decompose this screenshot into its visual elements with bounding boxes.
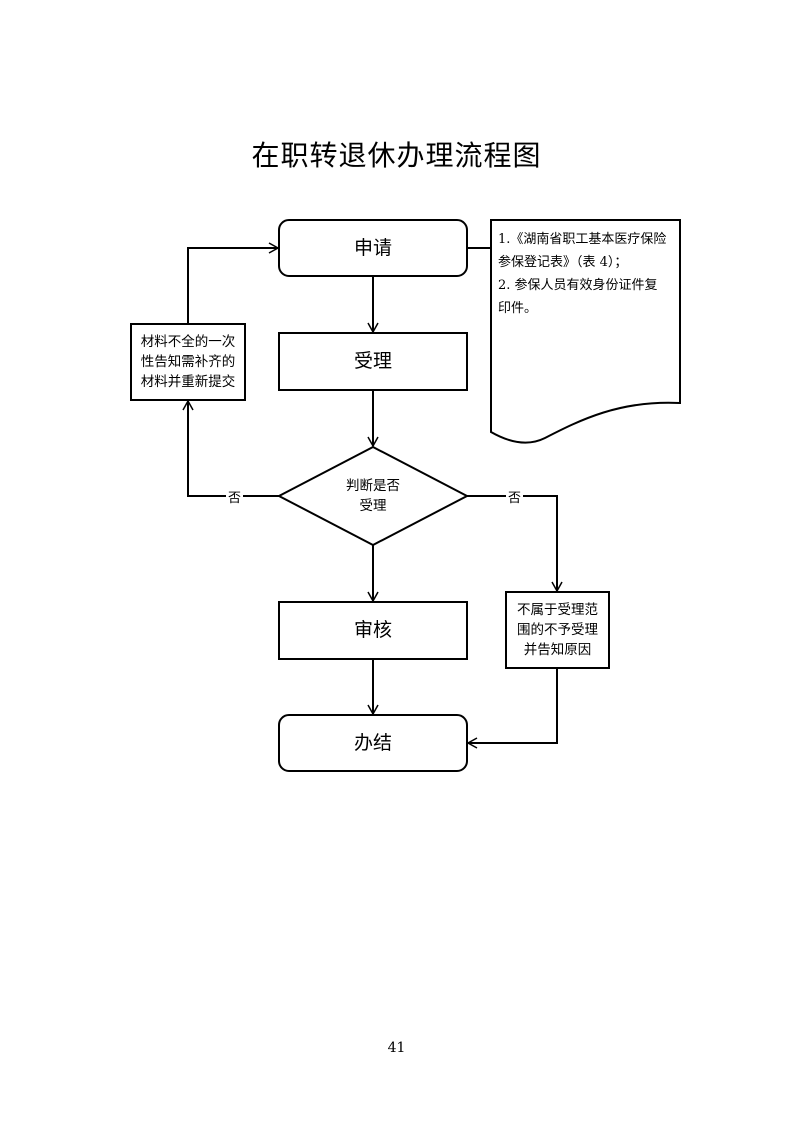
supplement-line-3: 材料并重新提交 [140,374,236,391]
decision-line-2: 受理 [359,498,387,514]
edge-label-right-no: 否 [506,487,524,506]
decision-line-1: 判断是否 [346,477,400,494]
arrow-decision-reject [467,495,563,593]
note-line-2: 参保登记表》（表 4）； [498,255,628,270]
supplement-line-2: 性告知需补齐的 [140,353,236,370]
apply-node: 申请 [353,236,392,259]
note-line-3: 2. 参保人员有效身份证件复 [498,278,658,293]
page-number: 41 [387,1040,406,1056]
reject-line-2: 围的不予受理 [517,621,598,638]
decision-node: 判断是否 受理 [300,470,446,522]
arrow-reject-finish [466,668,558,749]
reject-line-1: 不属于受理范 [517,601,598,618]
accept-node: 受理 [353,350,392,373]
supplement-line-1: 材料不全的一次 [140,333,236,350]
document-note: 1.《湖南省职工基本医疗保险 参保登记表》（表 4）； 2. 参保人员有效身份证… [498,228,678,320]
arrow-decision-supplement [182,399,279,497]
supplement-node: 材料不全的一次 性告知需补齐的 材料并重新提交 [131,324,245,400]
note-line-1: 1.《湖南省职工基本医疗保险 [498,232,667,247]
edge-label-left-no: 否 [226,487,244,506]
arrow-supplement-apply [187,242,280,324]
review-node: 审核 [353,619,392,642]
note-line-4: 印件。 [498,301,538,316]
page-title: 在职转退休办理流程图 [251,139,542,172]
reject-line-3: 并告知原因 [523,642,592,659]
reject-node: 不属于受理范 围的不予受理 并告知原因 [506,592,609,668]
document-note-shape [490,219,681,444]
finish-node: 办结 [353,731,392,754]
